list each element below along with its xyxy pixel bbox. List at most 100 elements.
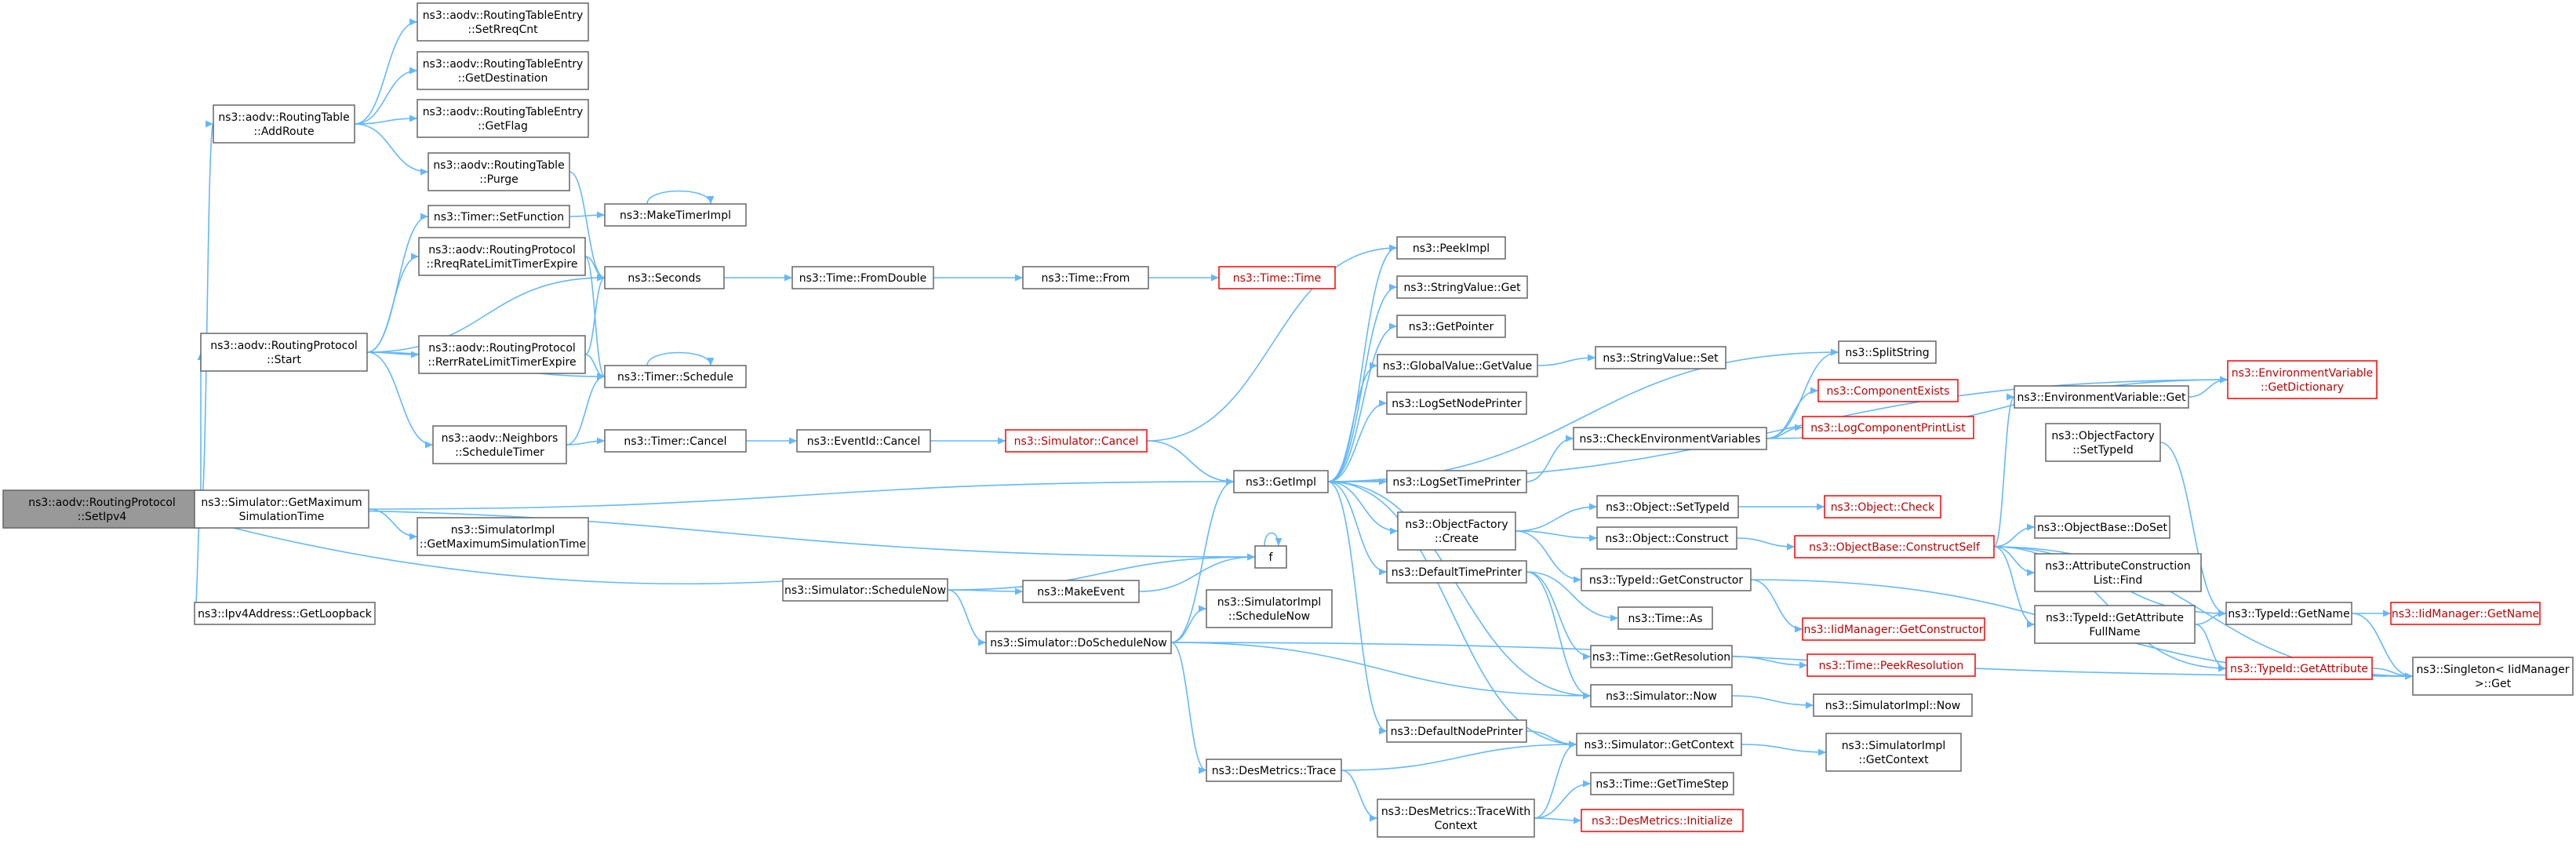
node-box: [1813, 693, 1973, 717]
node-addroute[interactable]: ns3::aodv::RoutingTable::AddRoute: [213, 104, 355, 144]
edge-getmaxsim-to-simimpl_getmax: [368, 508, 418, 540]
node-iidgetname[interactable]: ns3::IidManager::GetName: [2390, 602, 2541, 625]
node-componentexists[interactable]: ns3::ComponentExists: [1817, 379, 1959, 402]
node-defaulttimeprinter[interactable]: ns3::DefaultTimePrinter: [1386, 560, 1527, 584]
node-box: [2034, 515, 2170, 539]
node-rreqexpire[interactable]: ns3::aodv::RoutingProtocol::RreqRateLimi…: [418, 237, 586, 276]
node-schedulenow[interactable]: ns3::Simulator::ScheduleNow: [782, 578, 948, 602]
node-envvarget[interactable]: ns3::EnvironmentVariable::Get: [2014, 385, 2189, 409]
node-checkenvvars[interactable]: ns3::CheckEnvironmentVariables: [1573, 427, 1767, 450]
node-getdest[interactable]: ns3::aodv::RoutingTableEntry::GetDestina…: [417, 51, 589, 90]
node-simcancel[interactable]: ns3::Simulator::Cancel: [1005, 429, 1148, 453]
node-label: Context: [1435, 820, 1478, 832]
node-objfactorysettypeid[interactable]: ns3::ObjectFactory::SetTypeId: [2045, 423, 2161, 462]
edge-getimpl-to-defaultnodeprinter: [1327, 481, 1388, 735]
node-getpointer[interactable]: ns3::GetPointer: [1396, 315, 1506, 338]
node-objconstruct[interactable]: ns3::Object::Construct: [1596, 526, 1737, 550]
node-timeas[interactable]: ns3::Time::As: [1617, 606, 1713, 630]
node-simimplgetcontext[interactable]: ns3::SimulatorImpl::GetContext: [1825, 733, 1962, 772]
node-label: ns3::Simulator::GetMaximum: [201, 497, 362, 509]
node-schedtimer[interactable]: ns3::aodv::Neighbors::ScheduleTimer: [432, 425, 567, 464]
node-simgetcontext[interactable]: ns3::Simulator::GetContext: [1576, 733, 1742, 756]
node-objcheck[interactable]: ns3::Object::Check: [1824, 495, 1941, 519]
node-timercancel[interactable]: ns3::Timer::Cancel: [604, 429, 747, 453]
node-timepeekresolution[interactable]: ns3::Time::PeekResolution: [1806, 653, 1976, 677]
node-box: [1233, 470, 1329, 493]
node-rp_start[interactable]: ns3::aodv::RoutingProtocol::Start: [200, 333, 368, 372]
node-peekimpl[interactable]: ns3::PeekImpl: [1396, 236, 1506, 260]
node-label: >::Get: [2475, 678, 2512, 690]
node-timegettimestep[interactable]: ns3::Time::GetTimeStep: [1590, 772, 1734, 795]
node-label: ns3::PeekImpl: [1413, 242, 1490, 255]
node-label: ns3::TypeId::GetAttribute: [2046, 612, 2184, 624]
node-setrreqcnt[interactable]: ns3::aodv::RoutingTableEntry::SetRreqCnt: [417, 2, 589, 42]
edge-getmaxsim-to-getimpl: [368, 478, 1235, 510]
edge-logsettimeprinter-to-checkenvvars: [1526, 435, 1574, 482]
node-setfunction[interactable]: ns3::Timer::SetFunction: [428, 205, 570, 228]
node-typeidgetconstructor[interactable]: ns3::TypeId::GetConstructor: [1581, 568, 1752, 591]
edge-checkenvvars-to-componentexists: [1766, 387, 1819, 439]
node-box: [1576, 733, 1742, 756]
edge-timerschedule-to-timerschedule: [646, 351, 715, 366]
node-typeidgetattribute[interactable]: ns3::TypeId::GetAttribute: [2225, 657, 2373, 680]
node-singletonget[interactable]: ns3::Singleton< IidManager >::Get: [2412, 657, 2574, 696]
edge-getimpl-to-logsetnodeprinter: [1327, 399, 1388, 482]
edge-rp_start-to-rreqexpire: [366, 253, 420, 353]
node-label: ns3::EventId::Cancel: [807, 435, 921, 448]
node-getflag[interactable]: ns3::aodv::RoutingTableEntry::GetFlag: [417, 99, 589, 138]
node-desmetricsinit[interactable]: ns3::DesMetrics::Initialize: [1581, 809, 1744, 832]
node-logsetnodeprinter[interactable]: ns3::LogSetNodePrinter: [1386, 391, 1527, 415]
node-label: ns3::Time::FromDouble: [799, 272, 927, 285]
node-globalvaluegetvalue[interactable]: ns3::GlobalValue::GetValue: [1377, 354, 1538, 377]
node-rerrexpire[interactable]: ns3::aodv::RoutingProtocol::RerrRateLimi…: [418, 335, 586, 374]
node-box: [2, 489, 202, 529]
node-logsettimeprinter[interactable]: ns3::LogSetTimePrinter: [1386, 470, 1527, 493]
node-box: [782, 578, 948, 602]
node-simimpl_getmax[interactable]: ns3::SimulatorImpl::GetMaximumSimulation…: [417, 517, 589, 556]
edge-objbaseconstructself-to-objbasedoset: [1993, 523, 2036, 548]
node-label: ::RerrRateLimitTimerExpire: [428, 356, 576, 369]
node-label: ns3::LogSetNodePrinter: [1392, 398, 1522, 410]
node-splitstring[interactable]: ns3::SplitString: [1838, 340, 1937, 364]
node-fromdouble[interactable]: ns3::Time::FromDouble: [791, 266, 934, 289]
node-maketimerimpl[interactable]: ns3::MakeTimerImpl: [604, 203, 747, 227]
node-getimpl[interactable]: ns3::GetImpl: [1233, 470, 1329, 493]
node-label: ns3::DesMetrics::Trace: [1212, 765, 1337, 777]
node-timegetresolution[interactable]: ns3::Time::GetResolution: [1590, 645, 1733, 668]
node-logcomponentprintlist[interactable]: ns3::LogComponentPrintList: [1802, 416, 1974, 439]
node-makeevent[interactable]: ns3::MakeEvent: [1022, 580, 1140, 603]
node-purge[interactable]: ns3::aodv::RoutingTable::Purge: [428, 152, 570, 191]
node-seconds[interactable]: ns3::Seconds: [604, 266, 725, 289]
node-eventcancel[interactable]: ns3::EventId::Cancel: [796, 429, 931, 453]
edge-objfactorysettypeid-to-typeidgetname: [2159, 442, 2227, 617]
node-timerschedule[interactable]: ns3::Timer::Schedule: [604, 365, 747, 388]
node-timetime[interactable]: ns3::Time::Time: [1218, 266, 1336, 289]
node-defaultnodeprinter[interactable]: ns3::DefaultNodePrinter: [1386, 719, 1527, 743]
node-box: [1581, 809, 1744, 832]
node-label: ns3::ObjectFactory: [1405, 519, 1508, 531]
node-getloopback[interactable]: ns3::Ipv4Address::GetLoopback: [194, 602, 376, 625]
node-objfactorycreate[interactable]: ns3::ObjectFactory::Create: [1397, 511, 1516, 551]
node-setipv4[interactable]: ns3::aodv::RoutingProtocol::SetIpv4: [2, 489, 202, 529]
node-getmaxsim[interactable]: ns3::Simulator::GetMaximumSimulationTime: [194, 489, 369, 529]
node-stringvalueget[interactable]: ns3::StringValue::Get: [1396, 275, 1528, 299]
node-stringvalueset[interactable]: ns3::StringValue::Set: [1595, 346, 1726, 369]
node-simimpl_schednow[interactable]: ns3::SimulatorImpl::ScheduleNow: [1206, 589, 1333, 628]
node-objsettypeid[interactable]: ns3::Object::SetTypeId: [1596, 495, 1739, 519]
node-simimplnow[interactable]: ns3::SimulatorImpl::Now: [1813, 693, 1973, 717]
node-typeidgetname[interactable]: ns3::TypeId::GetName: [2225, 602, 2352, 625]
node-simnow[interactable]: ns3::Simulator::Now: [1590, 684, 1733, 708]
node-label: ::SetIpv4: [78, 511, 127, 523]
node-objbasedoset[interactable]: ns3::ObjectBase::DoSet: [2034, 515, 2170, 539]
node-envvargetdict[interactable]: ns3::EnvironmentVariable::GetDictionary: [2227, 360, 2378, 399]
node-fnode[interactable]: f: [1254, 545, 1287, 569]
node-iidgetconstructor[interactable]: ns3::IidManager::GetConstructor: [1802, 617, 1985, 641]
node-desmetrics_trace[interactable]: ns3::DesMetrics::Trace: [1206, 759, 1342, 782]
node-timefrom[interactable]: ns3::Time::From: [1022, 266, 1149, 289]
node-doschedulenow[interactable]: ns3::Simulator::DoScheduleNow: [985, 631, 1172, 654]
node-label: f: [1269, 551, 1274, 564]
node-objbaseconstructself[interactable]: ns3::ObjectBase::ConstructSelf: [1794, 535, 1995, 559]
